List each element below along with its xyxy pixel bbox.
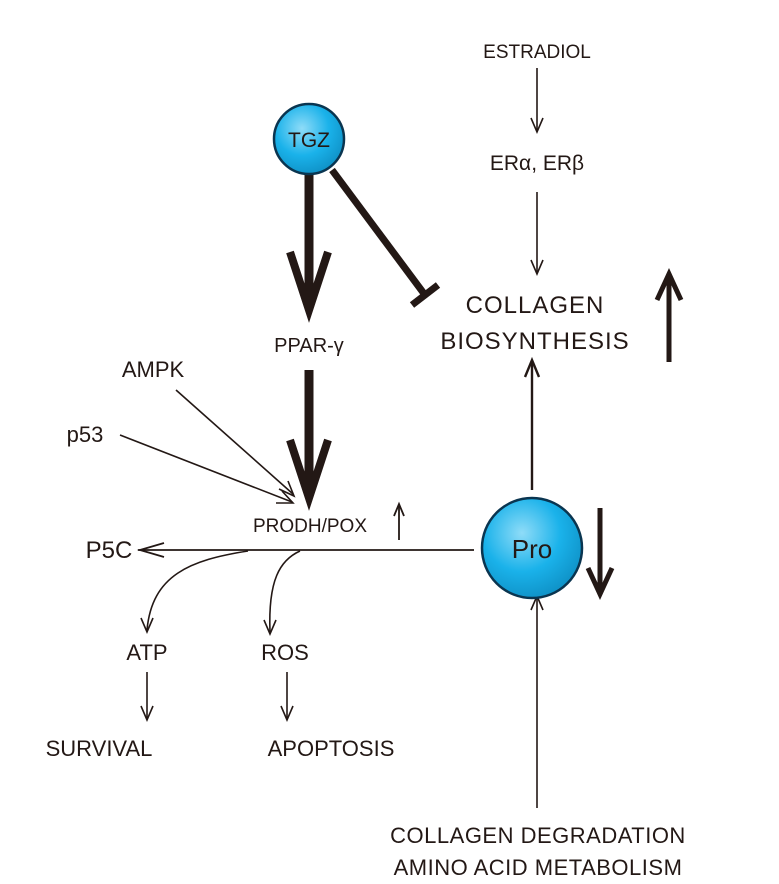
pro-label: Pro (512, 534, 552, 564)
label-collagen-line2: BIOSYNTHESIS (440, 328, 629, 355)
label-collagen-line1: COLLAGEN (466, 292, 605, 319)
arrowhead-ampk-to-prodh (278, 480, 296, 498)
tgz-label: TGZ (288, 129, 330, 152)
arrowhead-pro-to-collagen (523, 356, 541, 378)
arrowhead-estradiol-to-er (530, 117, 544, 135)
tgz-node: TGZ (272, 102, 346, 176)
label-ampk: AMPK (122, 357, 185, 382)
arrowhead-er-to-collagen (530, 259, 544, 277)
arrowhead-to-atp (140, 617, 154, 635)
up-arrowhead-collagen (654, 268, 684, 302)
arrow-p53-to-prodh (119, 434, 293, 503)
label-prodh: PRODH/POX (253, 516, 367, 537)
label-ros: ROS (261, 640, 309, 665)
arrowhead-ppar-to-prodh (286, 438, 332, 511)
label-er: ERα, ERβ (490, 152, 584, 175)
label-p5c: P5C (86, 537, 133, 564)
pro-node: Pro (480, 496, 584, 600)
inhibition-tgz-to-collagen (329, 167, 428, 298)
label-degradation-line1: COLLAGEN DEGRADATION (390, 823, 686, 848)
arrow-to-atp (146, 550, 249, 631)
label-ppar: PPAR-γ (274, 335, 344, 357)
label-atp: ATP (126, 640, 167, 665)
label-estradiol: ESTRADIOL (483, 42, 591, 63)
arrowhead-tgz-to-ppar (286, 250, 332, 323)
label-survival: SURVIVAL (46, 736, 153, 761)
label-degradation-line2: AMINO ACID METABOLISM (394, 855, 683, 880)
arrowhead-pro-to-p5c (136, 542, 165, 558)
label-apoptosis: APOPTOSIS (268, 736, 395, 761)
inhibition-bar (409, 282, 441, 308)
label-p53: p53 (67, 422, 104, 447)
arrow-ampk-to-prodh (175, 389, 294, 495)
arrow-to-ros (269, 550, 301, 633)
arrowhead-ros-to-apoptosis (280, 705, 294, 723)
arrowhead-to-ros (263, 619, 277, 637)
arrowhead-atp-to-survival (140, 705, 154, 723)
arrowhead-p53-to-prodh (276, 490, 295, 504)
down-arrowhead-pro (585, 566, 615, 600)
up-arrowhead-prodh (393, 501, 405, 517)
